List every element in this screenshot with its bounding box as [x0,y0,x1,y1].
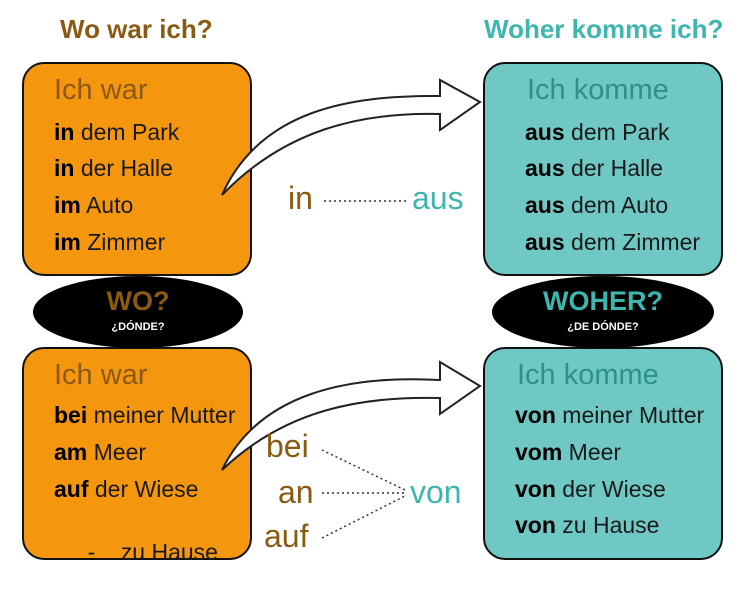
preposition-bold: in [54,119,75,145]
box-top-right: Ich komme aus dem Park aus der Halle aus… [483,62,723,276]
ellipse-wo-label: WO? [106,286,170,316]
box-title: Ich war [54,74,148,106]
phrase-line: von zu Hause [515,512,659,539]
phrase-rest: dem Auto [564,192,669,218]
preposition-bold: aus [525,192,565,218]
phrase-line: von der Wiese [515,476,666,503]
phrase-line: auf der Wiese [54,476,198,503]
phrase-line: aus der Halle [525,155,663,182]
preposition-bold: von [515,402,556,428]
preposition-auf: auf [264,518,309,554]
phrase-line: am Meer [54,439,146,466]
phrase-rest: - zu Hause [87,539,218,565]
preposition-bold: am [54,439,88,465]
phrase-rest: der Wiese [88,476,199,502]
preposition-aus: aus [412,180,464,216]
ellipse-wo-sublabel: ¿DÓNDE? [111,321,165,333]
ellipse-wo: WO? ¿DÓNDE? [33,276,243,348]
phrase-rest: dem Park [564,119,670,145]
heading-woher-komme-ich: Woher komme ich? [484,14,724,44]
preposition-bold: im [54,192,81,218]
phrase-rest: der Wiese [555,476,666,502]
ellipse-woher-label: WOHER? [543,286,663,316]
preposition-von: von [410,474,462,510]
preposition-bei: bei [266,428,309,464]
ellipse-woher: WOHER? ¿DE DÓNDE? [492,276,714,348]
phrase-line: in der Halle [54,155,173,182]
phrase-line: von meiner Mutter [515,402,704,429]
phrase-rest: der Halle [564,155,664,181]
phrase-rest: Meer [87,439,147,465]
phrase-line: im Zimmer [54,229,165,256]
phrase-line: bei meiner Mutter [54,402,236,429]
box-title: Ich war [54,359,148,391]
phrase-line: aus dem Auto [525,192,668,219]
preposition-in: in [288,180,313,216]
ellipse-woher-sublabel: ¿DE DÓNDE? [567,321,639,333]
preposition-bold: in [54,155,75,181]
preposition-bold: aus [525,229,565,255]
preposition-bold: vom [515,439,563,465]
preposition-an: an [278,474,314,510]
arrow-bottom [221,360,482,471]
preposition-bold: aus [525,155,565,181]
heading-wo-war-ich: Wo war ich? [60,14,213,44]
box-bottom-right: Ich komme von meiner Mutter vom Meer von… [483,347,723,560]
box-title: Ich komme [527,74,669,106]
phrase-line: vom Meer [515,439,621,466]
dotted-line-auf-von [321,495,406,539]
box-bottom-left: Ich war bei meiner Mutter am Meer auf de… [22,347,252,565]
phrase-rest: Meer [562,439,622,465]
phrase-rest: der Halle [74,155,173,181]
dotted-line-bei-von [321,449,406,491]
phrase-rest: dem Park [74,119,180,145]
phrase-rest: dem Zimmer [564,229,701,255]
preposition-bold: bei [54,402,88,428]
preposition-bold: von [515,476,556,502]
phrase-rest: zu Hause [555,512,660,538]
phrase-rest: meiner Mutter [555,402,705,428]
preposition-bold: im [54,229,81,255]
phrase-line: aus dem Zimmer [525,229,700,256]
phrase-line: aus dem Park [525,119,669,146]
phrase-rest: Auto [80,192,134,218]
preposition-bold: aus [525,119,565,145]
phrase-line: in dem Park [54,119,179,146]
arrow-top [221,78,482,196]
phrase-line: - zu Hause [62,512,218,566]
phrase-rest: meiner Mutter [87,402,236,428]
box-title: Ich komme [517,359,659,391]
preposition-bold: von [515,512,556,538]
phrase-rest: Zimmer [80,229,166,255]
phrase-line: im Auto [54,192,133,219]
box-top-left: Ich war in dem Park in der Halle im Auto… [22,62,252,276]
preposition-bold: auf [54,476,89,502]
